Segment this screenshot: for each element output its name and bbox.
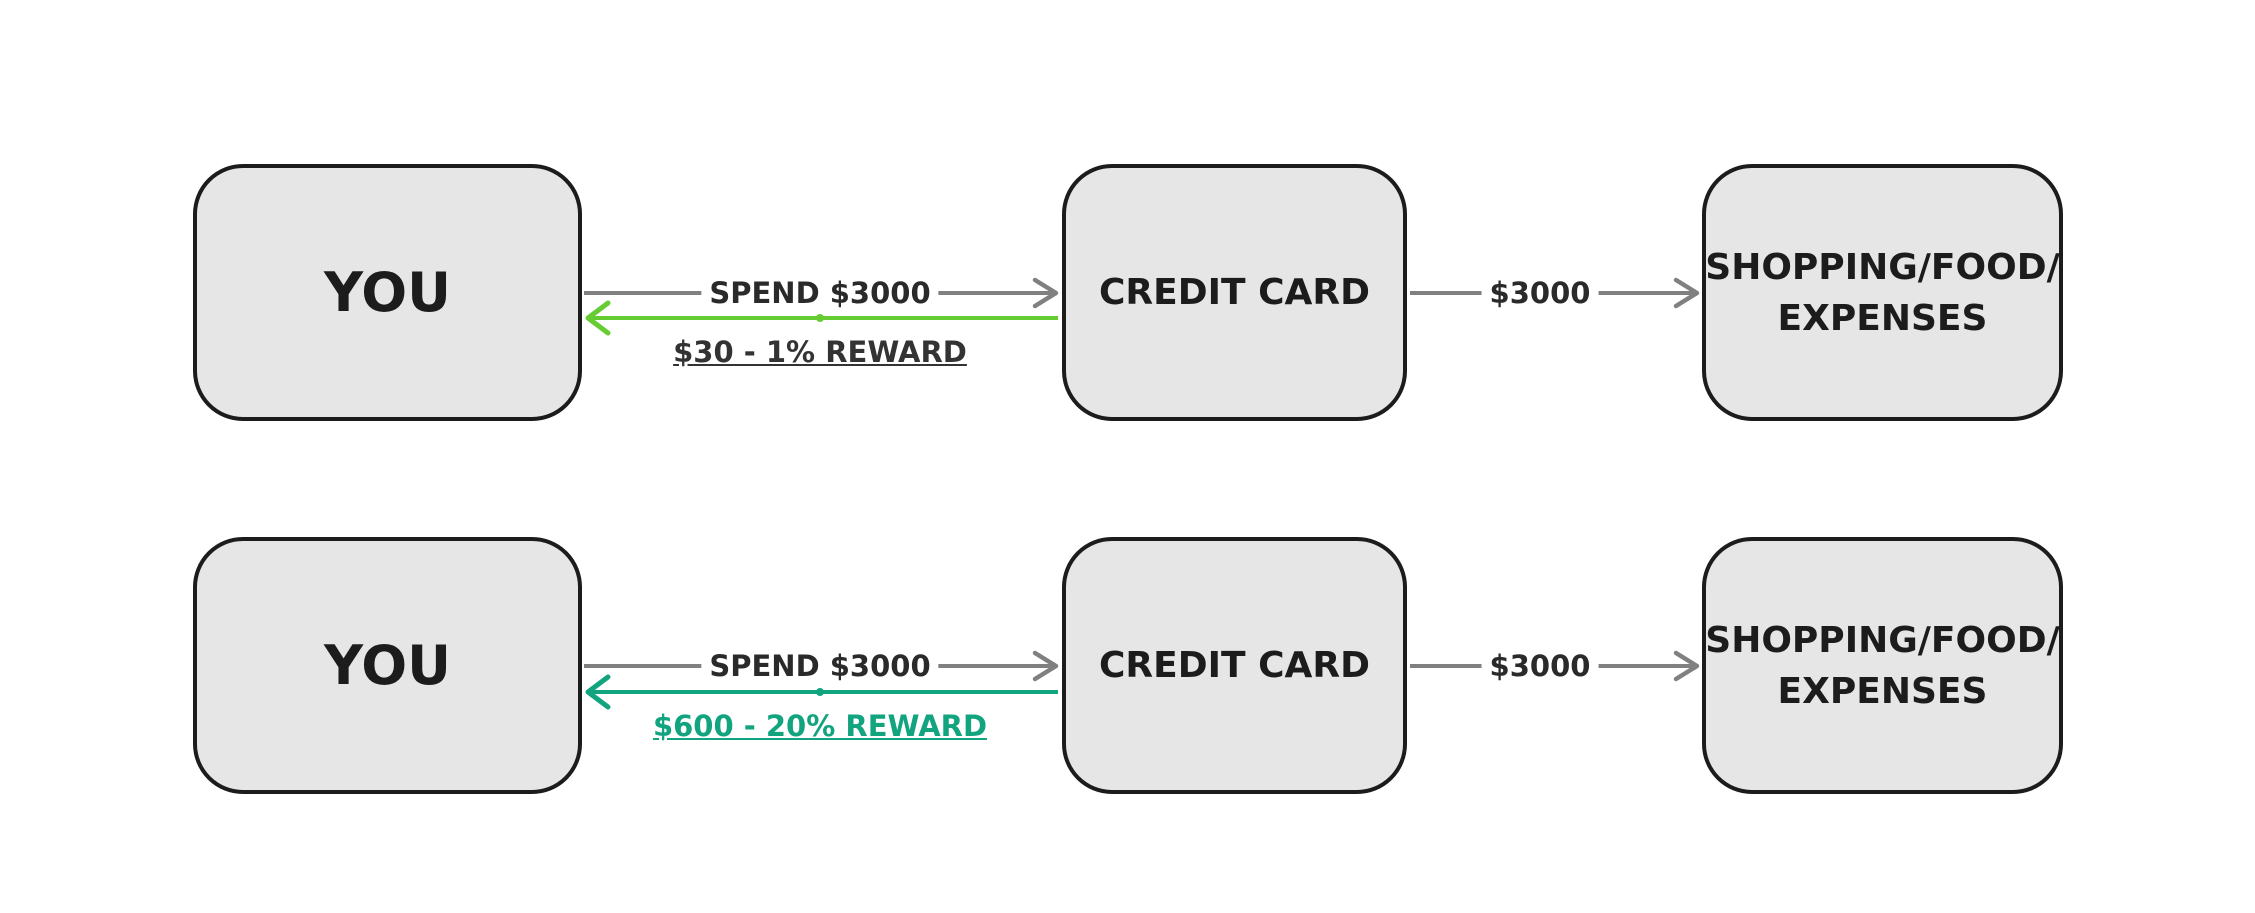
expenses-label-line1: SHOPPING/FOOD/	[1705, 619, 2060, 661]
reward-label: $600 - 20% REWARD	[652, 709, 988, 743]
credit-card-box: CREDIT CARD	[1062, 537, 1407, 794]
reward-arrowhead-row2	[585, 674, 611, 710]
expenses-box: SHOPPING/FOOD/ EXPENSES	[1702, 537, 2063, 794]
you-label: YOU	[324, 261, 451, 324]
expenses-label-line1: SHOPPING/FOOD/	[1705, 246, 2060, 288]
spend-label: SPEND $3000	[701, 648, 939, 684]
reward-arrowhead-row1	[585, 300, 611, 336]
expenses-box: SHOPPING/FOOD/ EXPENSES	[1702, 164, 2063, 421]
spend-arrowhead-row2	[1032, 650, 1059, 682]
credit-card-label: CREDIT CARD	[1099, 645, 1370, 686]
expenses-label-line2: EXPENSES	[1777, 297, 1988, 339]
expense-arrowhead-row2	[1673, 650, 1700, 682]
reward-midpoint-row2	[816, 688, 824, 696]
reward-label: $30 - 1% REWARD	[673, 335, 967, 369]
you-label: YOU	[324, 634, 451, 697]
credit-card-label: CREDIT CARD	[1099, 272, 1370, 313]
expense-arrowhead-row1	[1673, 277, 1700, 309]
spend-label: SPEND $3000	[701, 275, 939, 311]
expense-amount-label: $3000	[1481, 648, 1599, 684]
spend-arrowhead-row1	[1032, 277, 1059, 309]
you-box: YOU	[193, 537, 582, 794]
reward-midpoint-row1	[816, 314, 824, 322]
expenses-label-line2: EXPENSES	[1777, 670, 1988, 712]
credit-card-box: CREDIT CARD	[1062, 164, 1407, 421]
you-box: YOU	[193, 164, 582, 421]
expense-amount-label: $3000	[1481, 275, 1599, 311]
